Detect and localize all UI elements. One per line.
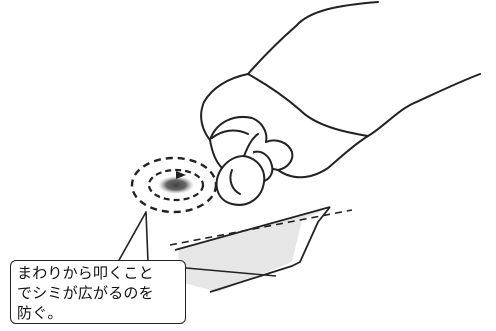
fabric-surface bbox=[169, 206, 353, 293]
stain-spot bbox=[158, 176, 194, 194]
callout-pointer bbox=[117, 211, 149, 263]
direction-arrow-icon bbox=[176, 171, 186, 179]
caption-line-3: 防ぐ。 bbox=[17, 304, 63, 322]
caption-line-1: まわりから叩くこと bbox=[17, 264, 154, 282]
caption-line-2: でシミが広がるのを bbox=[17, 284, 154, 302]
stain-marker bbox=[130, 156, 218, 214]
caption-callout: まわりから叩くこと でシミが広がるのを 防ぐ。 bbox=[10, 260, 186, 324]
inner-dashed-circle bbox=[147, 168, 205, 202]
hand-holding-cloth-icon bbox=[200, 1, 481, 206]
